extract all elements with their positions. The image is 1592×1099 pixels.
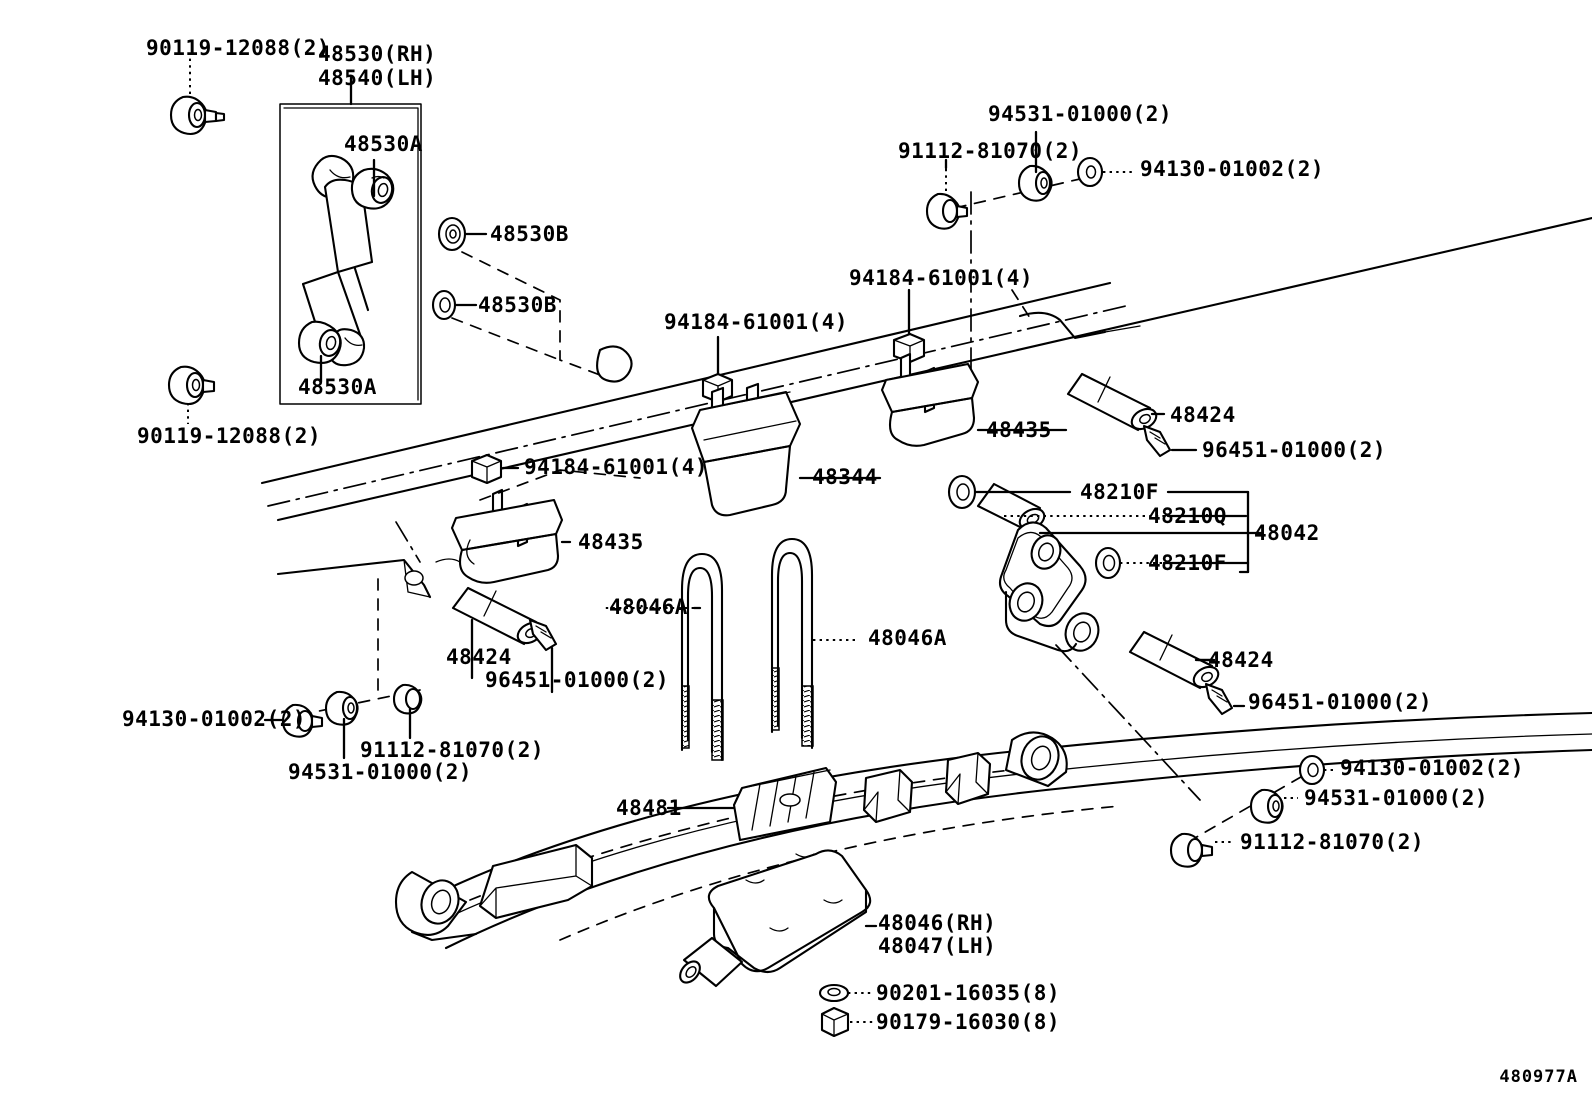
washer-90201 bbox=[818, 983, 874, 1003]
label-cushion-48530b-lower: 48530B bbox=[478, 293, 557, 317]
label-washer-94130-lower-left: 94130-01002(2) bbox=[122, 707, 307, 731]
shock-bolt-upper bbox=[169, 58, 226, 136]
nut-94184-right bbox=[892, 288, 926, 364]
pin-48424-left bbox=[451, 586, 558, 694]
label-spring-rh: 48046(RH) bbox=[878, 911, 997, 935]
spring-seat-plate bbox=[679, 849, 878, 988]
label-spring-lh: 48047(LH) bbox=[878, 934, 997, 958]
shock-bolt-lower bbox=[167, 365, 216, 424]
label-nut-90179: 90179-16030(8) bbox=[876, 1010, 1061, 1034]
label-bushing-48530a-bottom: 48530A bbox=[298, 375, 377, 399]
label-shock-bolt-top: 90119-12088(2) bbox=[146, 36, 331, 60]
label-ubolt-left: 48046A bbox=[609, 595, 688, 619]
pin-48424-lower bbox=[1055, 630, 1246, 801]
label-shackle-48042: 48042 bbox=[1254, 521, 1320, 545]
label-washer-94130-lower-right: 94130-01002(2) bbox=[1340, 756, 1525, 780]
label-nut-94531-lower-right: 94531-01000(2) bbox=[1304, 786, 1489, 810]
label-cushion-48530b-upper: 48530B bbox=[490, 222, 569, 246]
label-seat-48435-right: 48435 bbox=[986, 418, 1052, 442]
fastener-cluster-lower-right bbox=[1169, 754, 1334, 868]
label-bush-48210q: 48210Q bbox=[1148, 504, 1227, 528]
label-seat-48435-left: 48435 bbox=[578, 530, 644, 554]
label-bolt-91112-lower-left: 91112-81070(2) bbox=[360, 738, 545, 762]
label-nut-94184-center: 94184-61001(4) bbox=[664, 310, 849, 334]
seat-48435-right bbox=[880, 352, 1068, 447]
cushion-48530b-lower bbox=[431, 289, 561, 361]
u-bolt-left bbox=[604, 552, 724, 762]
leaf-spring-assembly bbox=[394, 711, 1592, 950]
label-bush-48210f-top: 48210F bbox=[1080, 480, 1159, 504]
seat-48435-left bbox=[435, 469, 641, 584]
diagram-id: 480977A bbox=[1499, 1067, 1578, 1087]
fastener-cluster-lower-left bbox=[263, 683, 423, 760]
pin-48424-upper bbox=[1066, 372, 1198, 458]
cushion-48530b-upper bbox=[437, 216, 601, 376]
label-grease-96451-lower: 96451-01000(2) bbox=[1248, 690, 1433, 714]
fastener-cluster-upper-right bbox=[925, 130, 1135, 386]
label-shock-rh: 48530(RH) bbox=[318, 42, 437, 66]
u-bolt-right bbox=[770, 537, 858, 750]
left-frame-bracket bbox=[276, 521, 432, 691]
nut-90179 bbox=[820, 1006, 874, 1038]
label-nut-94184-right: 94184-61001(4) bbox=[849, 266, 1034, 290]
bushing-48530a-lower bbox=[297, 320, 342, 364]
label-bumper-48344: 48344 bbox=[812, 465, 878, 489]
label-shock-bolt-bottom: 90119-12088(2) bbox=[137, 424, 322, 448]
label-ubolt-right: 48046A bbox=[868, 626, 947, 650]
label-pin-48424-lower: 48424 bbox=[1208, 648, 1274, 672]
bumper-48344 bbox=[690, 382, 882, 517]
frame-rail bbox=[260, 216, 1592, 522]
shackle-48042 bbox=[947, 474, 1264, 653]
bushing-48530a-upper bbox=[350, 167, 395, 210]
label-washer-90201: 90201-16035(8) bbox=[876, 981, 1061, 1005]
nut-94184-left bbox=[470, 453, 520, 485]
label-bolt-91112-lower-right: 91112-81070(2) bbox=[1240, 830, 1425, 854]
label-nut-94531-lower-left: 94531-01000(2) bbox=[288, 760, 473, 784]
label-nut-94531-upper: 94531-01000(2) bbox=[988, 102, 1173, 126]
label-washer-94130-upper: 94130-01002(2) bbox=[1140, 157, 1325, 181]
label-pin-48424-left: 48424 bbox=[446, 645, 512, 669]
shock-absorber-inset bbox=[279, 76, 422, 405]
label-clip-48481: 48481 bbox=[616, 796, 682, 820]
label-grease-96451-left: 96451-01000(2) bbox=[485, 668, 670, 692]
label-shock-lh: 48540(LH) bbox=[318, 66, 437, 90]
label-bush-48210f-bottom: 48210F bbox=[1148, 551, 1227, 575]
label-grease-96451-upper: 96451-01000(2) bbox=[1202, 438, 1387, 462]
label-bolt-91112-upper: 91112-81070(2) bbox=[898, 139, 1083, 163]
label-bushing-48530a-top: 48530A bbox=[344, 132, 423, 156]
label-pin-48424-upper: 48424 bbox=[1170, 403, 1236, 427]
label-nut-94184-left: 94184-61001(4) bbox=[524, 455, 709, 479]
